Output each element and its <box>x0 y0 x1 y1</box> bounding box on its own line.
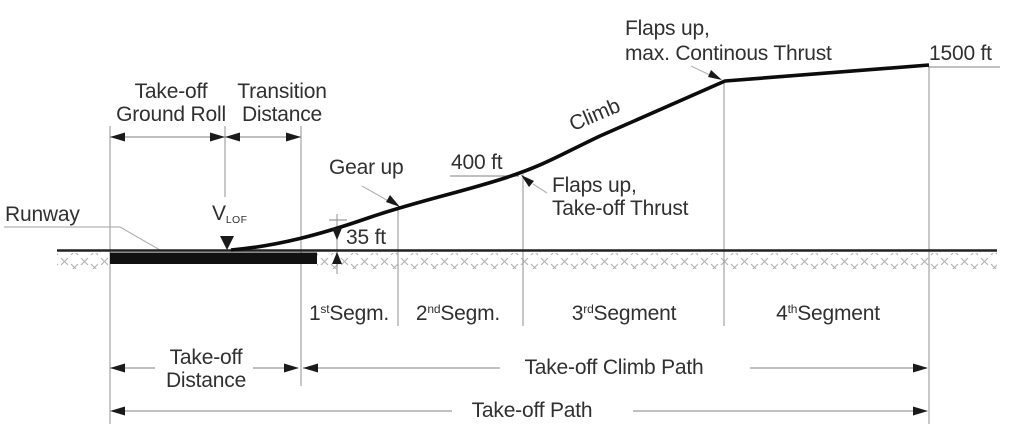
segment-2-ordinal: nd <box>427 302 441 316</box>
altitude-400ft-label: 400 ft <box>451 151 503 174</box>
flaps-up-takeoff-thrust-line2: Take-off Thrust <box>552 197 689 220</box>
arrow-vlof-down <box>220 236 234 250</box>
arrow-climb-path-right <box>913 363 928 373</box>
segment-1-name: Segm. <box>329 302 390 325</box>
arrowheads <box>110 70 928 416</box>
leader-flaps-mct <box>690 65 713 77</box>
altitude-1500ft-label: 1500 ft <box>929 42 992 65</box>
segment-4-num: 4 <box>776 302 788 325</box>
vlof-subscript: LOF <box>225 214 248 226</box>
takeoff-distance-label: Take-off Distance <box>166 346 246 392</box>
arrow-flaps-mct-point <box>708 70 722 80</box>
flaps-up-mct-label: Flaps up, max. Continous Thrust <box>625 16 832 66</box>
transition-distance-line1: Transition <box>237 80 327 103</box>
takeoff-climb-path-label: Take-off Climb Path <box>524 356 704 379</box>
takeoff-ground-roll-line2: Ground Roll <box>116 103 226 126</box>
segment-2-label: 2ndSegm. <box>416 302 500 328</box>
dimension-lines <box>110 66 1000 412</box>
segment-3-ordinal: rd <box>583 302 594 316</box>
runway-label: Runway <box>5 203 80 226</box>
arrow-ground-roll-left <box>110 132 125 142</box>
takeoff-ground-roll-line1: Take-off <box>134 80 208 103</box>
arrow-ground-roll-right <box>210 132 225 142</box>
arrow-35ft-down <box>332 228 342 240</box>
arrow-takeoff-path-right <box>913 406 928 416</box>
segment-3-label: 3rdSegment <box>571 302 677 328</box>
takeoff-ground-roll-label: Take-off Ground Roll <box>116 80 226 126</box>
segment-3-name: Segment <box>593 302 677 325</box>
segment-4-name: Segment <box>797 302 880 325</box>
arrow-transition-left <box>225 132 240 142</box>
flaps-up-takeoff-thrust-line1: Flaps up, <box>552 174 637 197</box>
leader-lines <box>4 65 713 251</box>
segment-2-name: Segm. <box>440 302 501 325</box>
segment-3-num: 3 <box>571 302 584 325</box>
segment-1-ordinal: st <box>320 302 330 316</box>
arrow-climb-path-left <box>303 363 318 373</box>
arrow-gear-up-point <box>386 195 400 207</box>
arrow-takeoff-distance-left <box>110 363 125 373</box>
ground-hatch-right <box>317 253 997 269</box>
segment-4-label: 4thSegment <box>776 302 880 328</box>
segment-1-label: 1stSegm. <box>309 302 389 328</box>
runway-bar <box>110 252 317 264</box>
leader-flaps-takeoff <box>532 183 548 194</box>
arrow-takeoff-distance-right <box>284 363 299 373</box>
arrow-35ft-up <box>332 252 342 264</box>
vlof-label: VLOF <box>212 202 247 229</box>
segment-2-num: 2 <box>415 302 428 325</box>
takeoff-path-label: Take-off Path <box>471 399 593 422</box>
leader-gear-up <box>361 185 393 204</box>
climb-path-curve <box>230 63 930 252</box>
vlof-symbol: V <box>212 202 226 225</box>
ground-hatch-left <box>57 253 110 269</box>
transition-distance-label: Transition Distance <box>237 80 327 126</box>
gear-up-label: Gear up <box>329 156 404 179</box>
flaps-up-mct-line2: max. Continous Thrust <box>625 42 832 65</box>
segment-4-ordinal: th <box>787 302 798 316</box>
arrow-takeoff-path-left <box>110 406 125 416</box>
flaps-up-takeoff-thrust-label: Flaps up, Take-off Thrust <box>552 174 688 220</box>
takeoff-distance-line1: Take-off <box>169 346 243 369</box>
transition-distance-line2: Distance <box>241 103 323 126</box>
leader-runway <box>4 226 161 251</box>
altitude-35ft-label: 35 ft <box>346 226 386 249</box>
arrow-flaps-takeoff-point <box>521 175 534 187</box>
flaps-up-mct-line1: Flaps up, <box>625 17 710 40</box>
arrow-transition-right <box>286 132 301 142</box>
takeoff-distance-line2: Distance <box>165 369 247 392</box>
segment-1-num: 1 <box>308 302 321 325</box>
